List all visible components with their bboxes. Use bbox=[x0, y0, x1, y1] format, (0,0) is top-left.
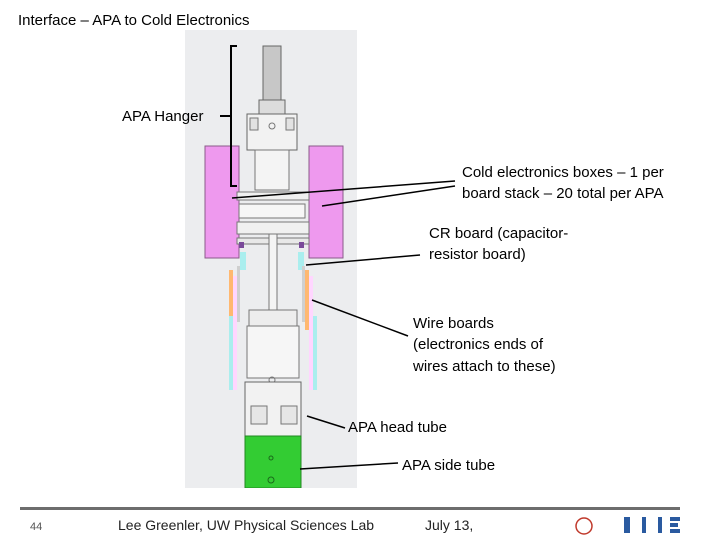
label-ce-boxes-line1: Cold electronics boxes – 1 per bbox=[462, 164, 664, 181]
leader-cr-board bbox=[305, 254, 421, 266]
slide-title: Interface – APA to Cold Electronics bbox=[18, 12, 250, 29]
cr-board-top bbox=[236, 191, 310, 201]
page-number: 44 bbox=[30, 521, 43, 533]
head-tube-slot-right bbox=[280, 405, 298, 425]
head-tube-slot-left bbox=[250, 405, 268, 425]
wire-board-grey-l bbox=[237, 266, 240, 322]
frame-block bbox=[246, 325, 300, 379]
dune-logo-icon bbox=[624, 517, 680, 533]
side-tube-hole-1 bbox=[268, 455, 274, 461]
strip-right bbox=[298, 252, 304, 270]
cr-board-mid bbox=[238, 203, 306, 219]
label-wire-boards-line3: wires attach to these) bbox=[413, 358, 556, 375]
leader-head-tube bbox=[306, 415, 346, 429]
connector-right bbox=[299, 242, 304, 248]
hanger-hole bbox=[268, 122, 276, 130]
wire-board-pink-r bbox=[309, 276, 313, 390]
label-ce-boxes-line2: board stack – 20 total per APA bbox=[462, 185, 664, 202]
hanger-lower bbox=[254, 149, 290, 191]
label-apa-hanger: APA Hanger bbox=[122, 108, 204, 125]
footer-date: July 13, bbox=[425, 517, 474, 533]
leader-ce-box-right bbox=[321, 185, 456, 207]
label-wire-boards-line2: (electronics ends of bbox=[413, 336, 544, 353]
wire-board-grey-r bbox=[302, 266, 305, 322]
footer-rule bbox=[20, 507, 680, 510]
hanger-clamp-right bbox=[285, 117, 295, 131]
leader-ce-box-left bbox=[231, 180, 456, 199]
label-side-tube: APA side tube bbox=[402, 457, 496, 474]
apa-diagram-drawing bbox=[204, 45, 344, 488]
ce-box-right bbox=[308, 145, 344, 259]
hanger-bracket bbox=[230, 45, 237, 187]
wire-board-cyan-r bbox=[313, 316, 317, 390]
psl-logo-icon bbox=[575, 517, 593, 535]
label-cr-board-line2: resistor board) bbox=[429, 246, 526, 263]
leader-side-tube bbox=[299, 462, 399, 470]
label-wire-boards-line1: Wire boards bbox=[413, 315, 494, 332]
label-head-tube: APA head tube bbox=[348, 419, 447, 436]
wire-board-pink-l bbox=[233, 276, 237, 390]
wire-board-orange-r bbox=[305, 270, 309, 330]
side-tube-green bbox=[244, 435, 302, 488]
strip-left bbox=[240, 252, 246, 270]
side-tube-hole-2 bbox=[267, 476, 275, 484]
hanger-clamp-left bbox=[249, 117, 259, 131]
label-cr-board-line1: CR board (capacitor- bbox=[429, 225, 569, 242]
connector-left bbox=[239, 242, 244, 248]
wire-board-cyan-l bbox=[229, 316, 233, 390]
footer-author: Lee Greenler, UW Physical Sciences Lab bbox=[118, 517, 375, 533]
apa-diagram bbox=[185, 30, 357, 488]
wire-board-orange-l bbox=[229, 270, 233, 330]
ce-box-left bbox=[204, 145, 240, 259]
leader-wire-boards bbox=[311, 299, 409, 337]
